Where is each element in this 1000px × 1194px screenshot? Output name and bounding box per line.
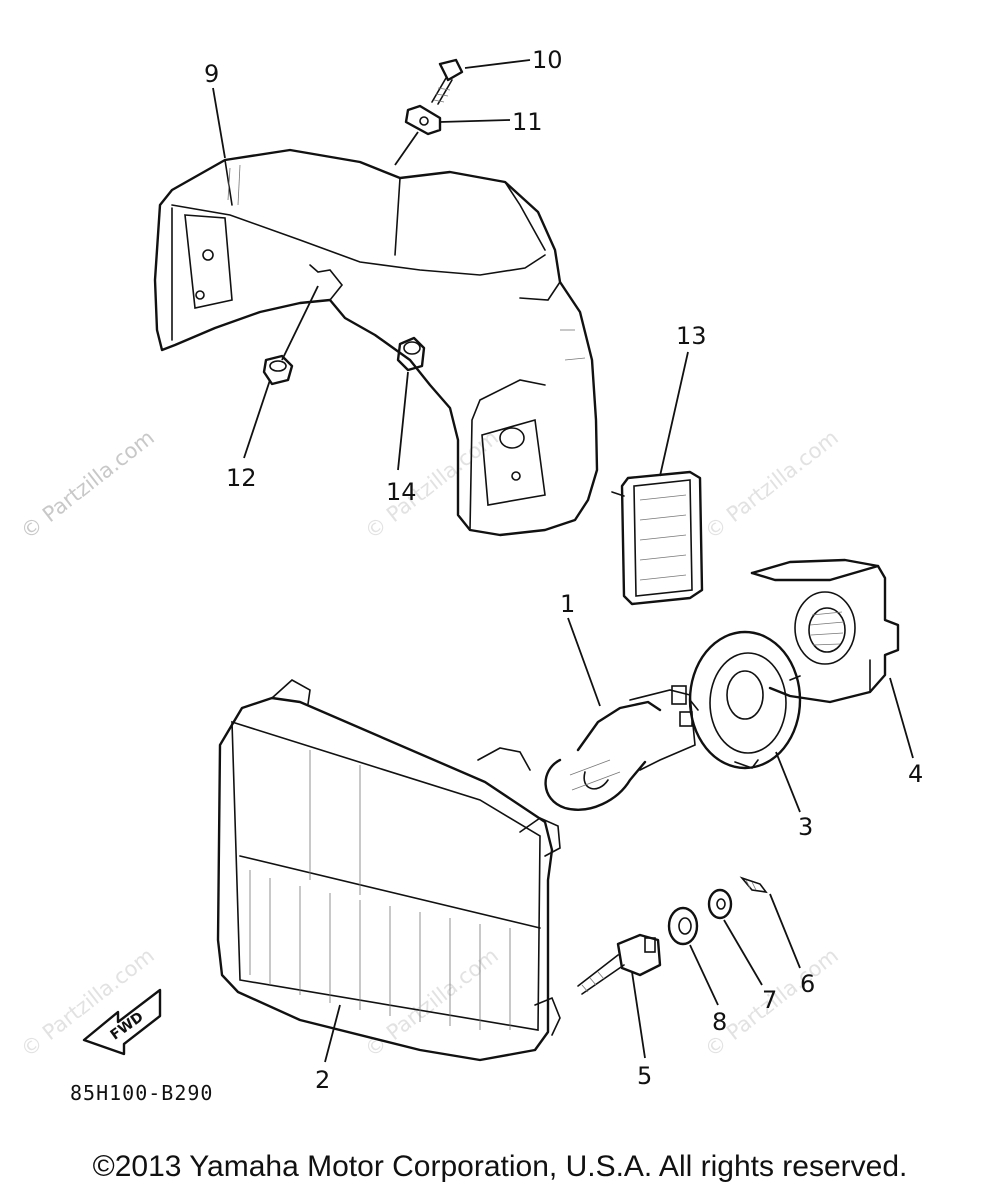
watermarks: © Partzilla.com © Partzilla.com © Partzi… (16, 425, 842, 1062)
part-8-grommet (667, 906, 699, 946)
watermark-bottom-left: © Partzilla.com (16, 943, 158, 1062)
callout-13: 13 (676, 322, 707, 350)
callout-12: 12 (226, 464, 257, 492)
callout-14: 14 (386, 478, 417, 506)
part-11-nut-plate (404, 104, 442, 136)
callout-8: 8 (712, 1008, 727, 1036)
callout-2: 2 (315, 1066, 330, 1094)
leader-lines (212, 59, 914, 1063)
copyright-notice: ©2013 Yamaha Motor Corporation, U.S.A. A… (92, 1150, 908, 1183)
part-14-grommet (396, 336, 426, 372)
watermark-bottom-center: © Partzilla.com (360, 943, 502, 1062)
diagram-code: 85H100-B290 (70, 1081, 213, 1105)
part-3-bulb-socket-ring (688, 630, 802, 770)
callout-6: 6 (800, 970, 815, 998)
callout-11: 11 (512, 108, 543, 136)
callouts: 1 2 3 4 5 6 7 8 9 10 11 12 13 14 (204, 46, 923, 1094)
callout-5: 5 (637, 1062, 652, 1090)
part-6-bulb-small (739, 876, 768, 894)
callout-9: 9 (204, 60, 219, 88)
part-7-washer (707, 888, 733, 920)
callout-3: 3 (798, 813, 813, 841)
part-5-lamp-socket (577, 933, 662, 995)
part-4-bulb-cover (750, 558, 900, 704)
part-1-bulb (544, 685, 696, 811)
callout-4: 4 (908, 760, 923, 788)
callout-1: 1 (560, 590, 575, 618)
part-2-headlight-unit (216, 679, 561, 1062)
watermark-left: © Partzilla.com (16, 425, 158, 544)
watermark-right-top: © Partzilla.com (700, 425, 842, 544)
part-13-reflector (611, 470, 704, 606)
part-10-screw (431, 58, 464, 105)
part-9-headlight-cover (153, 148, 599, 537)
callout-10: 10 (532, 46, 563, 74)
callout-7: 7 (762, 986, 777, 1014)
part-12-grommet (262, 354, 294, 386)
watermark-center-top: © Partzilla.com (360, 425, 502, 544)
